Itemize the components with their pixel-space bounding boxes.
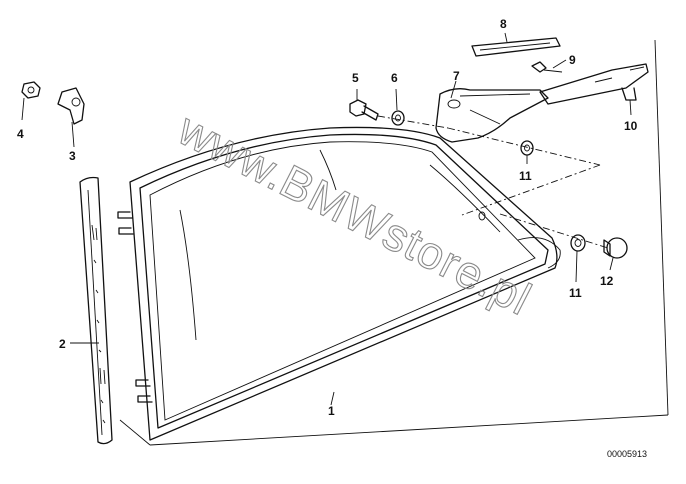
callout-5: 5 <box>352 71 359 85</box>
cap-nut <box>603 237 628 259</box>
assembly-centerlines <box>377 115 609 249</box>
callout-3: 3 <box>69 149 76 163</box>
grommet-lower <box>570 234 586 252</box>
diagram-code: 00005913 <box>607 449 647 459</box>
callout-11-lower: 11 <box>569 286 582 300</box>
callout-labels: 1 2 3 4 5 6 7 8 9 10 11 11 12 <box>17 17 638 418</box>
callout-12: 12 <box>600 274 614 288</box>
small-nut <box>21 81 41 99</box>
callout-7: 7 <box>453 69 460 83</box>
callout-1: 1 <box>328 404 335 418</box>
callout-10: 10 <box>624 119 638 133</box>
leader-lines <box>21 32 632 406</box>
hinge-bolt <box>349 99 379 121</box>
callout-11-upper: 11 <box>519 169 532 183</box>
seal-strip <box>79 176 113 445</box>
quarter-window-glass <box>117 126 561 441</box>
frame-outline <box>119 39 669 446</box>
callout-9: 9 <box>569 53 576 67</box>
callout-6: 6 <box>391 71 398 85</box>
callout-2: 2 <box>59 337 66 351</box>
trim-strip <box>471 37 561 57</box>
screw <box>531 61 563 73</box>
retainer-clip <box>57 87 85 125</box>
hinge-plate <box>539 63 649 105</box>
hinge-bracket <box>435 88 549 143</box>
callout-4: 4 <box>17 127 24 141</box>
washer-upper <box>391 110 405 126</box>
callout-8: 8 <box>500 17 507 31</box>
